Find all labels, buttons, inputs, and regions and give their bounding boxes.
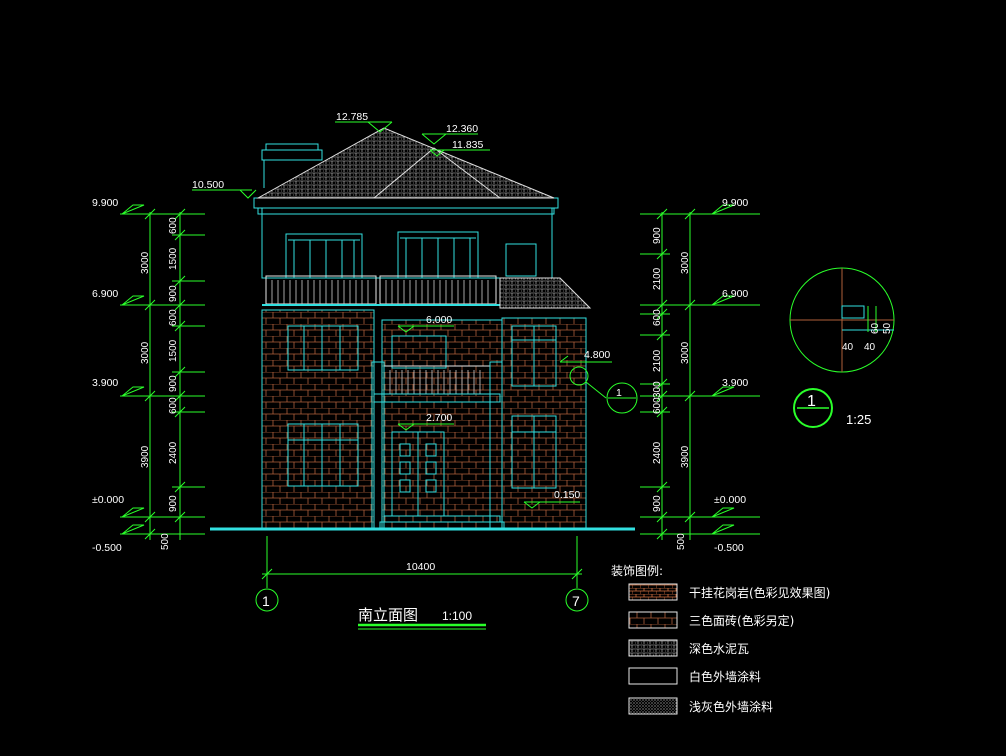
- dim-left-inner-2: 1500: [168, 247, 179, 270]
- dim-right-inner-9: 500: [676, 533, 687, 550]
- dim-right-inner-6: 600: [652, 397, 663, 414]
- dim-left-inner-4: 600: [168, 309, 179, 326]
- detail-number-circle: [793, 388, 833, 428]
- side-roof: [499, 277, 592, 309]
- dim-left-outer-3: 3900: [140, 445, 151, 468]
- elev-right-0000: ±0.000: [714, 494, 746, 506]
- dim-left-inner-7: 600: [168, 397, 179, 414]
- dim-left-inner-3: 900: [168, 285, 179, 302]
- legend-item-cement-tile: 深色水泥瓦: [689, 642, 749, 656]
- detail-callout-label[interactable]: [606, 382, 638, 414]
- left-dimensions: [120, 204, 205, 540]
- elev-right-3900: 3.900: [722, 377, 748, 389]
- window-2f-center: [391, 335, 447, 369]
- elev-right-neg0500: -0.500: [714, 542, 744, 554]
- window-3f-right: [505, 243, 537, 277]
- balcony-3f-center: [379, 275, 497, 305]
- dim-left-inner-1: 600: [168, 217, 179, 234]
- axis-lines: [255, 536, 589, 612]
- level-markers: [192, 121, 612, 509]
- drawing-scale: 1:100: [442, 609, 472, 623]
- dim-right-outer-3: 3900: [680, 445, 691, 468]
- detail-dim-2: 40: [864, 342, 876, 353]
- axis-left-label: 1: [262, 593, 270, 609]
- legend-heading: 装饰图例:: [611, 564, 663, 578]
- building-facade: [253, 127, 592, 529]
- elev-left-9900: 9.900: [92, 197, 118, 209]
- third-floor-wall: [261, 207, 553, 279]
- detail-dim-4: 50: [882, 322, 893, 334]
- dim-right-outer-1: 3000: [680, 251, 691, 274]
- detail-view: [789, 267, 895, 373]
- dim-right-inner-4: 2100: [652, 349, 663, 372]
- detail-scale: 1:25: [846, 412, 871, 427]
- label-hip: 12.360: [446, 123, 478, 135]
- dim-left-inner-8: 2400: [168, 441, 179, 464]
- label-eave: 10.500: [192, 179, 224, 191]
- elev-left-3900: 3.900: [92, 377, 118, 389]
- right-dimensions: [640, 204, 760, 540]
- detail-dim-1: 40: [842, 342, 854, 353]
- dim-right-inner-5: 300: [652, 381, 663, 398]
- elev-right-9900: 9.900: [722, 197, 748, 209]
- legend-item-granite: 干挂花岗岩(色彩见效果图): [689, 585, 830, 600]
- dim-right-inner-8: 900: [652, 495, 663, 512]
- elev-left-6900: 6.900: [92, 288, 118, 300]
- label-ridge: 12.785: [336, 111, 368, 123]
- label-step: 0.150: [554, 489, 580, 501]
- elev-left-0000: ±0.000: [92, 494, 124, 506]
- legend-swatches: [628, 583, 678, 715]
- axis-right-label: 7: [572, 593, 580, 609]
- label-hip2: 11.835: [452, 139, 483, 151]
- elev-left-neg0500: -0.500: [92, 542, 122, 554]
- balcony-3f-left: [265, 275, 377, 305]
- dim-right-inner-3: 600: [652, 309, 663, 326]
- dim-left-outer-4: 500: [160, 533, 171, 550]
- dim-left-inner-9: 900: [168, 495, 179, 512]
- chimney: [261, 149, 323, 161]
- drawing-title: 南立面图: [358, 606, 418, 624]
- dim-right-inner-7: 2400: [652, 441, 663, 464]
- detail-number: 1: [807, 393, 816, 410]
- window-1f-left: [287, 423, 359, 487]
- dim-left-outer-2: 3000: [140, 341, 151, 364]
- label-second: 6.000: [426, 314, 452, 326]
- legend-item-grey-paint: 浅灰色外墙涂料: [689, 699, 773, 714]
- dim-right-outer-2: 3000: [680, 341, 691, 364]
- detail-callout-circle[interactable]: [569, 366, 589, 386]
- right-brick-wall: [501, 317, 587, 529]
- dim-left-outer-1: 3000: [140, 251, 151, 274]
- span-dimension: 10400: [406, 561, 435, 573]
- legend-item-tile: 三色面砖(色彩另定): [689, 613, 794, 628]
- left-brick-wall: [261, 309, 375, 529]
- detail-callout-number: 1: [616, 387, 622, 399]
- dim-right-inner-1: 900: [652, 227, 663, 244]
- window-2f-left: [287, 325, 359, 371]
- legend-item-white-paint: 白色外墙涂料: [689, 669, 761, 684]
- label-side: 4.800: [584, 349, 610, 361]
- detail-dim-3: 60: [870, 322, 881, 334]
- dim-left-inner-6: 900: [168, 375, 179, 392]
- label-canopy: 2.700: [426, 412, 452, 424]
- elev-right-6900: 6.900: [722, 288, 748, 300]
- dim-left-inner-5: 1500: [168, 339, 179, 362]
- dim-right-inner-2: 2100: [652, 267, 663, 290]
- window-3f-left: [285, 233, 363, 279]
